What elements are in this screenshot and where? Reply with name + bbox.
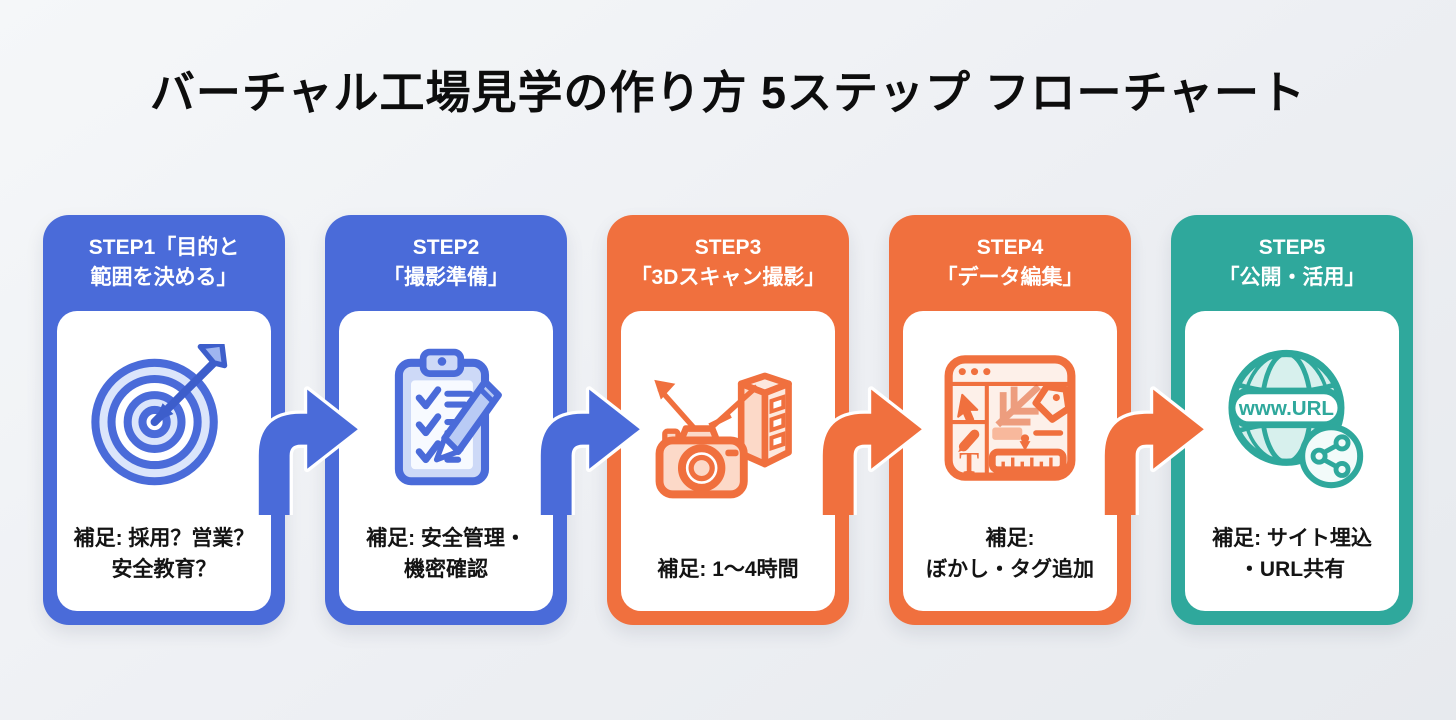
step2-card: STEP2 「撮影準備」 xyxy=(325,215,567,625)
step2-header: STEP2 「撮影準備」 xyxy=(383,236,509,289)
step1-note: 補足: 採用？営業？ 安全教育？ xyxy=(73,527,255,581)
target-dart-icon xyxy=(90,311,238,524)
flowchart-steps-row: STEP1「目的と 範囲を決める」 補足: 採用？営業？ 安全教育？ STEP2… xyxy=(0,215,1456,625)
flow-arrow-step3-step4 xyxy=(814,350,924,515)
clipboard-checklist-pencil-icon xyxy=(372,311,520,524)
svg-text:T: T xyxy=(959,446,979,479)
step4-note: 補足: ぼかし・タグ追加 xyxy=(926,527,1094,581)
flow-arrow-step4-step5 xyxy=(1096,350,1206,515)
step1-header: STEP1「目的と 範囲を決める」 xyxy=(88,236,240,289)
step5-body: www.URL 補足: サイト埋込 ・URL共有 xyxy=(1185,311,1399,611)
step3-header: STEP3 「3Dスキャン撮影」 xyxy=(630,236,826,289)
step3-card: STEP3 「3Dスキャン撮影」 xyxy=(607,215,849,625)
svg-text:www.URL: www.URL xyxy=(1237,397,1333,420)
globe-url-share-icon: www.URL xyxy=(1220,311,1365,524)
step2-body: 補足: 安全管理・ 機密確認 xyxy=(339,311,553,611)
step5-card: STEP5 「公開・活用」 www.URL xyxy=(1171,215,1413,625)
step4-header: STEP4 「データ編集」 xyxy=(936,236,1084,289)
flow-arrow-step2-step3 xyxy=(532,350,642,515)
editor-window-icon: T xyxy=(935,311,1085,524)
step4-card: STEP4 「データ編集」 T xyxy=(889,215,1131,625)
flow-arrow-step1-step2 xyxy=(250,350,360,515)
step3-body: 補足: 1〜4時間 xyxy=(621,311,835,611)
step5-note: 補足: サイト埋込 ・URL共有 xyxy=(1212,527,1372,581)
step2-note: 補足: 安全管理・ 機密確認 xyxy=(366,527,526,581)
step5-header: STEP5 「公開・活用」 xyxy=(1218,236,1366,289)
step4-body: T xyxy=(903,311,1117,611)
page-title: バーチャル工場見学の作り方 5ステップ フローチャート xyxy=(149,67,1307,118)
step1-body: 補足: 採用？営業？ 安全教育？ xyxy=(57,311,271,611)
step1-card: STEP1「目的と 範囲を決める」 補足: 採用？営業？ 安全教育？ xyxy=(43,215,285,625)
3d-scan-camera-building-icon xyxy=(649,311,807,555)
step3-note: 補足: 1〜4時間 xyxy=(657,557,799,581)
